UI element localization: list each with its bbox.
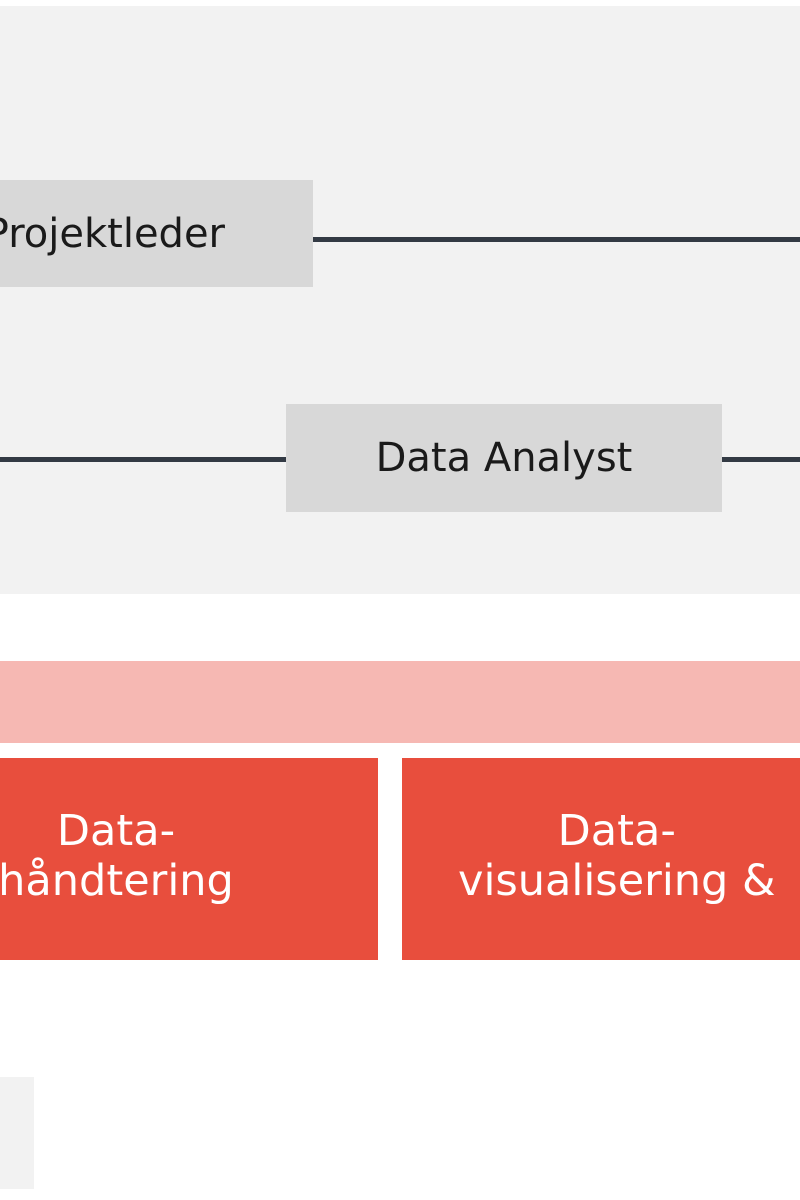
skill-block-data-handling: Data- håndtering (0, 758, 378, 960)
connector-line-data-analyst-left (0, 457, 286, 462)
partial-box (0, 1077, 34, 1189)
roles-panel: Projektleder Data Analyst (0, 6, 800, 594)
skill-line-1: Data- (557, 806, 676, 856)
role-box-projektleder: Projektleder (0, 180, 313, 287)
skill-block-data-visualisation: Data- visualisering & (402, 758, 800, 960)
skill-text-data-handling: Data- håndtering (0, 806, 234, 906)
skill-line-1: Data- (56, 806, 176, 856)
role-label-data-analyst: Data Analyst (375, 435, 633, 481)
connector-line-projektleder (313, 237, 800, 242)
connector-line-data-analyst-right (722, 457, 800, 462)
skill-line-2: visualisering & (458, 856, 776, 906)
role-box-data-analyst: Data Analyst (286, 404, 722, 512)
role-label-projektleder: Projektleder (0, 210, 225, 257)
skill-text-data-visualisation: Data- visualisering & (458, 806, 776, 906)
skills-header-band (0, 661, 800, 743)
skill-line-2: håndtering (0, 856, 234, 906)
